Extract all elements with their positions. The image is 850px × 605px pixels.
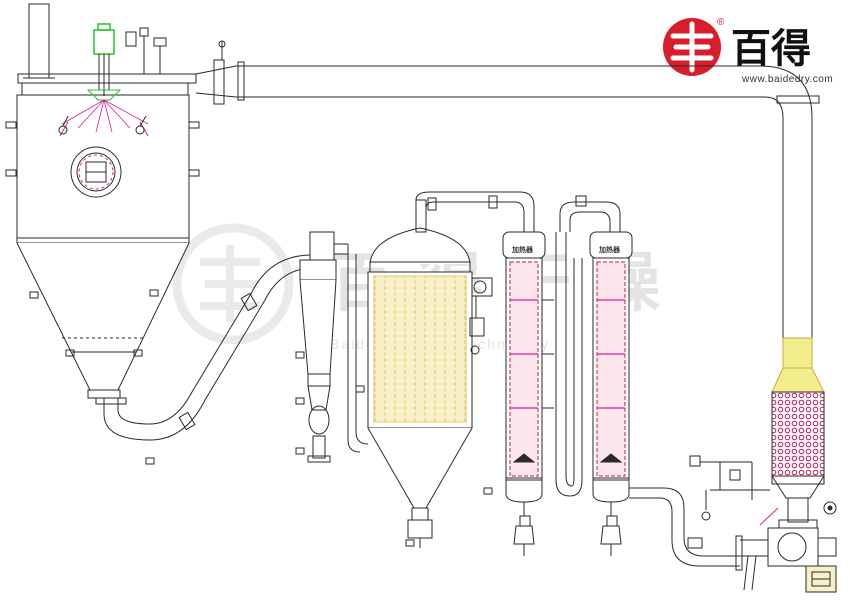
- column-label-1: 加热器: [511, 245, 534, 254]
- valve-icon: [5, 121, 493, 547]
- arch-pipes: [415, 191, 621, 232]
- column-label-2: 加热器: [598, 245, 621, 254]
- heater-column-2: [589, 231, 633, 556]
- brand-logo: ® 百得 www.baidedry.com: [663, 17, 833, 85]
- motor-icon: [811, 571, 831, 587]
- air-heater: [771, 337, 825, 529]
- exhaust-stack: [23, 3, 55, 79]
- inspection-window: [70, 146, 122, 198]
- gauge-icon: [58, 115, 480, 355]
- hot-air-duct: [195, 40, 820, 352]
- drying-chamber: [16, 73, 197, 399]
- brand-name: 百得: [731, 26, 811, 72]
- brand-registered-mark: ®: [717, 17, 725, 28]
- watermark-logo-icon: [172, 223, 294, 345]
- column-link-pipe: [555, 232, 583, 497]
- bag-filter: [367, 199, 493, 548]
- blower: [740, 501, 837, 593]
- column-grid-lines: [510, 299, 625, 409]
- compressed-air-line: [689, 455, 770, 521]
- product-duct: [95, 254, 311, 465]
- heater-column-1: [502, 231, 554, 556]
- outlet-pipe: [629, 487, 743, 571]
- brand-website: www.baidedry.com: [741, 74, 833, 85]
- cyclone-separator: [299, 231, 369, 463]
- logo-icon: [663, 18, 721, 76]
